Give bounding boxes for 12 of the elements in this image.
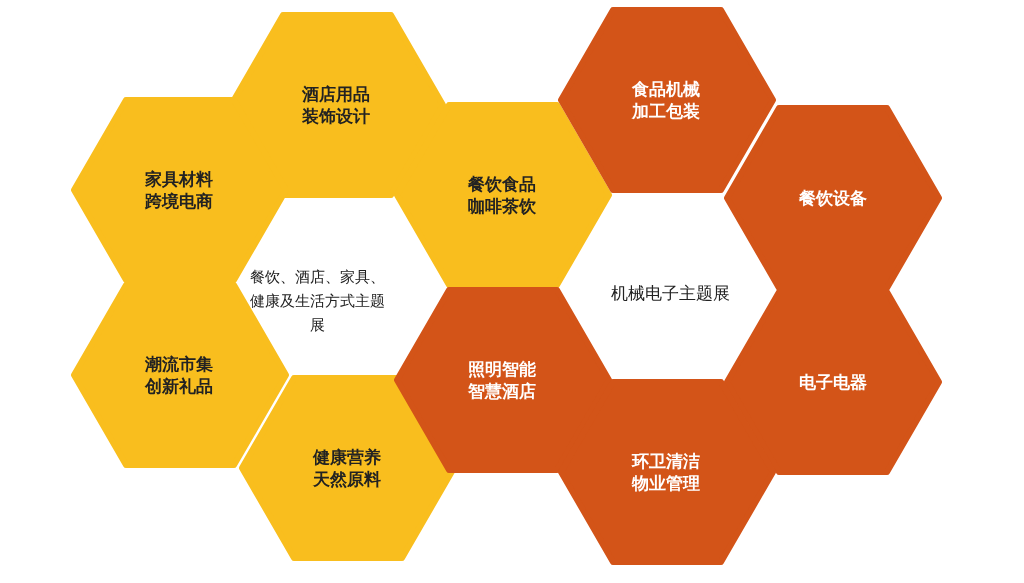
category-text: 潮流市集创新礼品	[145, 353, 214, 397]
category-text: 家具材料跨境电商	[145, 168, 214, 212]
category-text: 餐饮食品咖啡茶饮	[468, 173, 537, 217]
category-text: 环卫清洁物业管理	[632, 450, 701, 494]
category-text: 照明智能智慧酒店	[468, 358, 537, 402]
category-text: 电子电器	[799, 371, 867, 393]
category-text: 健康营养天然原料	[313, 446, 382, 490]
category-text: 餐饮设备	[799, 187, 867, 209]
theme-label: 机械电子主题展	[609, 282, 731, 305]
category-text: 酒店用品装饰设计	[302, 83, 371, 127]
theme-label: 餐饮、酒店、家具、健康及生活方式主题展	[248, 267, 386, 336]
category-text: 食品机械加工包装	[632, 78, 701, 122]
